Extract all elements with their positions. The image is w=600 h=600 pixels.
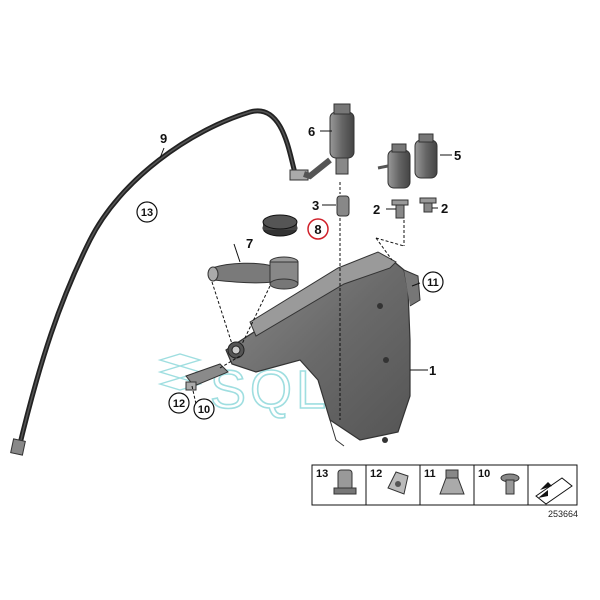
legend-12: 12 xyxy=(370,468,382,480)
callout-5: 5 xyxy=(454,148,461,163)
diagram-reference-number: 253664 xyxy=(548,509,578,519)
callout-11: 11 xyxy=(427,277,439,289)
cross-reference-arrow-icon xyxy=(535,477,573,505)
washer-fluid-tank xyxy=(225,251,421,447)
hose-clip-icon xyxy=(333,469,357,495)
legend-10: 10 xyxy=(478,468,490,480)
leader-lines xyxy=(159,130,452,371)
filler-neck xyxy=(207,256,299,290)
fastener-legend: 13 12 11 10 xyxy=(311,464,578,506)
callout-10: 10 xyxy=(198,404,210,416)
callout-3: 3 xyxy=(312,198,319,213)
washer-hose xyxy=(10,108,309,456)
bracket xyxy=(185,363,229,391)
callout-6: 6 xyxy=(308,124,315,139)
washer-pump-front xyxy=(303,103,355,180)
callout-9: 9 xyxy=(160,131,167,146)
callout-12-marker: 12 xyxy=(168,392,190,414)
callout-7: 7 xyxy=(246,236,253,251)
guide-lines xyxy=(191,182,405,420)
callout-13-marker: 13 xyxy=(136,201,158,223)
legend-11: 11 xyxy=(424,468,436,480)
callout-8-marker: 8 xyxy=(307,218,329,240)
watermark: SQL xyxy=(157,353,330,421)
legend-13: 13 xyxy=(316,468,328,480)
grommets xyxy=(336,195,437,219)
watermark-text: SQL xyxy=(210,360,330,420)
callout-11-marker: 11 xyxy=(422,271,444,293)
callout-12: 12 xyxy=(173,398,185,410)
callout-8: 8 xyxy=(314,222,321,237)
washer-pump-rear xyxy=(377,133,438,189)
callout-labels: 1 2 2 3 5 6 7 8 9 13 11 12 10 xyxy=(136,124,461,420)
expanding-nut-icon xyxy=(439,469,465,495)
callout-2b: 2 xyxy=(441,201,448,216)
callout-2a: 2 xyxy=(373,202,380,217)
callout-1: 1 xyxy=(429,363,436,378)
spring-nut-icon xyxy=(387,471,409,495)
screw-icon xyxy=(500,473,520,495)
callout-13: 13 xyxy=(141,207,153,219)
filler-cap xyxy=(262,214,298,237)
callout-10-marker: 10 xyxy=(193,398,215,420)
